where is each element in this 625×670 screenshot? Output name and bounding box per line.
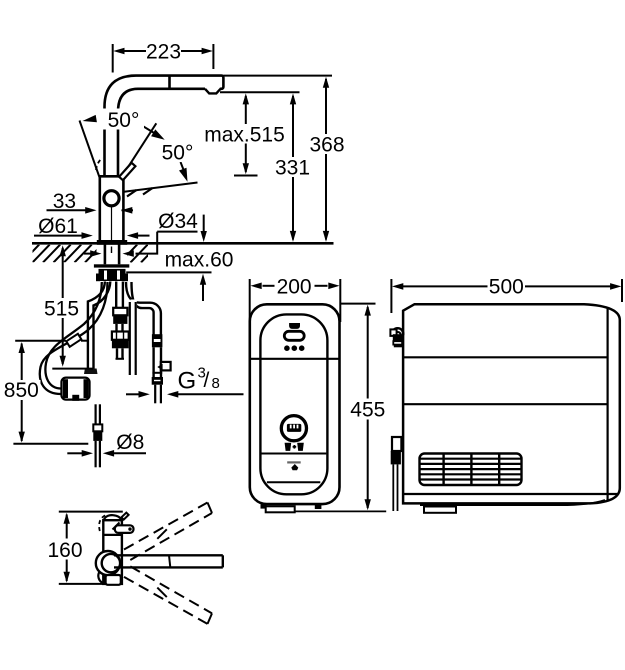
svg-text:515: 515 [44,297,79,320]
svg-text:160: 160 [47,539,82,562]
svg-text:223: 223 [146,40,181,63]
svg-text:Ø8: Ø8 [116,431,144,454]
svg-text:8: 8 [212,375,220,392]
svg-text:G: G [178,368,197,395]
svg-text:850: 850 [4,379,39,402]
svg-text:368: 368 [309,134,344,157]
svg-text:/: / [204,369,210,392]
svg-text:max.60: max.60 [165,249,234,272]
svg-text:Ø61: Ø61 [38,215,78,238]
svg-text:3: 3 [198,364,206,381]
svg-text:max.515: max.515 [204,123,285,146]
svg-text:Ø34: Ø34 [158,210,198,233]
svg-text:331: 331 [275,157,310,180]
svg-text:50°: 50° [108,109,140,132]
svg-text:455: 455 [350,398,385,421]
svg-text:200: 200 [277,275,312,298]
svg-text:50°: 50° [162,142,194,165]
svg-text:33: 33 [53,190,76,213]
svg-text:500: 500 [489,276,524,299]
